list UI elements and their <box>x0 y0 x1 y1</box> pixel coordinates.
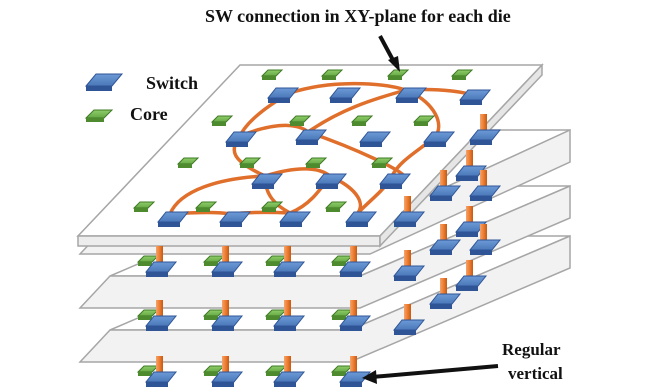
switch-tile <box>210 261 244 277</box>
core-tile <box>324 201 348 212</box>
core-tile <box>304 157 328 168</box>
switch-tile <box>454 221 488 237</box>
switch-tile <box>224 131 258 147</box>
switch-tile <box>144 261 178 277</box>
vertical-tsv-link <box>440 170 447 196</box>
switch-tile <box>454 165 488 181</box>
switch-tile <box>272 315 306 331</box>
switch-tile <box>392 319 426 335</box>
switch-tile <box>266 87 300 103</box>
switch-tile <box>294 129 328 145</box>
vertical-tsv-link <box>350 246 357 272</box>
vertical-tsv-link <box>350 300 357 326</box>
switch-tile <box>394 87 428 103</box>
vertical-tsv-link <box>350 356 357 382</box>
switch-tile <box>328 87 362 103</box>
vertical-tsv-link <box>404 196 411 222</box>
core-tile <box>386 69 410 80</box>
switch-tile <box>422 131 456 147</box>
switch-tile <box>210 315 244 331</box>
vertical-tsv-link <box>466 150 473 176</box>
switch-tile <box>338 371 372 387</box>
legend-core-swatch <box>84 109 114 122</box>
core-tile <box>260 69 284 80</box>
core-tile <box>260 201 284 212</box>
switch-tile <box>156 211 190 227</box>
switch-tile <box>358 131 392 147</box>
core-tile <box>320 69 344 80</box>
vertical-tsv-link <box>466 260 473 286</box>
arrow-to-vertical-link <box>362 364 499 384</box>
switch-tile <box>210 371 244 387</box>
vertical-tsv-link <box>222 356 229 382</box>
vertical-tsv-link <box>480 224 487 250</box>
core-tile <box>350 115 374 126</box>
core-tile <box>238 157 262 168</box>
vertical-tsv-link <box>284 300 291 326</box>
legend-switch-swatch <box>84 73 124 91</box>
switch-tile <box>338 315 372 331</box>
vertical-tsv-link <box>480 114 487 140</box>
switch-tile <box>378 173 412 189</box>
switch-tile <box>272 371 306 387</box>
core-tile <box>202 255 226 266</box>
core-tile <box>210 115 234 126</box>
die-layer-top <box>76 63 544 248</box>
core-tile <box>412 115 436 126</box>
core-tile <box>288 115 312 126</box>
vertical-annotation-line2: vertical <box>508 364 563 383</box>
switch-tile <box>392 265 426 281</box>
vertical-tsv-link <box>222 300 229 326</box>
arrow-to-top-die <box>378 35 400 72</box>
vertical-tsv-link <box>222 246 229 272</box>
switch-tile <box>392 211 426 227</box>
core-tile <box>450 69 474 80</box>
vertical-tsv-link <box>156 300 163 326</box>
vertical-tsv-link <box>156 356 163 382</box>
core-tile <box>132 201 156 212</box>
switch-tile <box>428 293 462 309</box>
core-tile <box>330 309 354 320</box>
core-tile <box>194 201 218 212</box>
switch-tile <box>344 211 378 227</box>
switch-tile <box>468 239 502 255</box>
vertical-annotation-line1: Regular <box>502 340 561 359</box>
switch-tile <box>428 185 462 201</box>
core-tile <box>264 309 288 320</box>
switch-tile <box>468 129 502 145</box>
vertical-tsv-link <box>284 356 291 382</box>
switch-tile <box>218 211 252 227</box>
legend-switch-label: Switch <box>146 73 199 93</box>
switch-tile <box>428 239 462 255</box>
switch-tile <box>314 173 348 189</box>
vertical-tsv-link <box>404 304 411 330</box>
diagram-title: SW connection in XY-plane for each die <box>205 6 511 26</box>
switch-tile <box>144 371 178 387</box>
switch-tile <box>144 315 178 331</box>
vertical-tsv-link <box>440 278 447 304</box>
vertical-tsv-link <box>404 250 411 276</box>
vertical-tsv-link <box>480 170 487 196</box>
switch-tile <box>468 185 502 201</box>
core-tile <box>176 157 200 168</box>
switch-tile <box>250 173 284 189</box>
vertical-tsv-link <box>466 206 473 232</box>
vertical-tsv-link <box>440 224 447 250</box>
switch-tile <box>272 261 306 277</box>
legend-core-label: Core <box>130 104 168 124</box>
switch-tile <box>458 89 492 105</box>
switch-tile <box>278 211 312 227</box>
vertical-tsv-link <box>284 246 291 272</box>
vertical-tsv-link <box>156 246 163 272</box>
switch-tile <box>454 275 488 291</box>
core-tile <box>370 157 394 168</box>
switch-tile <box>338 261 372 277</box>
